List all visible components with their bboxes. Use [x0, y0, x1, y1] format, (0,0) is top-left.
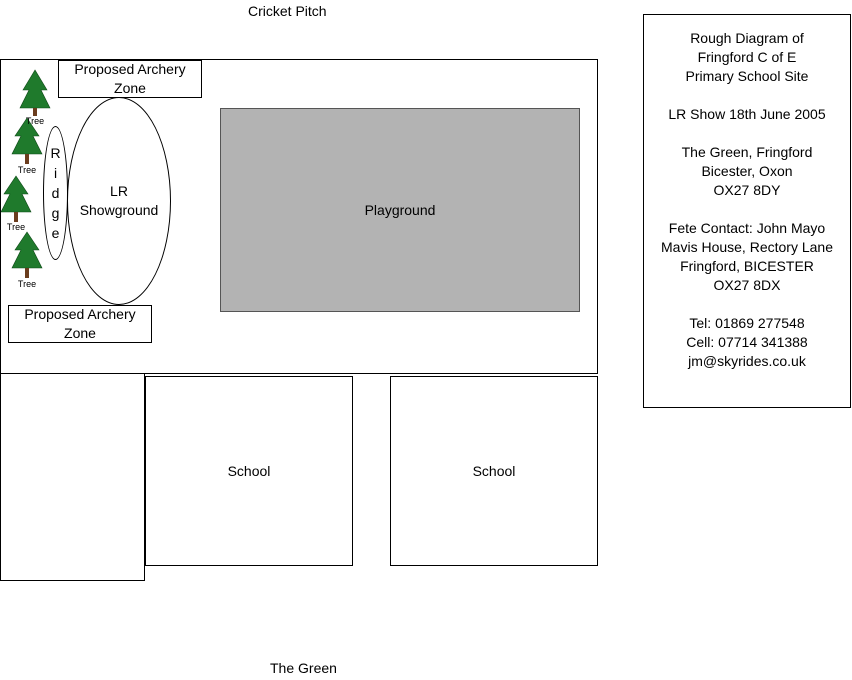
ridge-letter: R — [50, 145, 61, 161]
info-tel: Tel: 01869 277548 — [689, 315, 805, 331]
archery-zone-top: Proposed Archery Zone — [58, 60, 202, 98]
ridge-letter: e — [51, 225, 60, 241]
archery-zone-top-line2: Zone — [114, 80, 146, 96]
lr-showground: LR Showground — [67, 97, 171, 305]
tree-label: Tree — [6, 222, 26, 232]
info-spacer — [644, 295, 850, 314]
info-title-line3: Primary School Site — [685, 68, 809, 84]
info-contact-address2: Fringford, BICESTER — [680, 258, 814, 274]
school-left: School — [145, 376, 353, 566]
info-address-postcode: OX27 8DY — [713, 182, 781, 198]
tree-icon — [19, 69, 51, 116]
archery-zone-bottom-line1: Proposed Archery — [24, 306, 136, 322]
info-contact-name: Fete Contact: John Mayo — [668, 220, 826, 236]
the-green-label: The Green — [270, 660, 337, 676]
playground: Playground — [220, 108, 580, 312]
ridge-letter: d — [51, 185, 60, 201]
playground-label: Playground — [364, 201, 436, 218]
trees-group — [0, 69, 51, 278]
info-cell: Cell: 07714 341388 — [686, 334, 808, 350]
ridge-letter: i — [53, 165, 58, 181]
info-spacer — [644, 86, 850, 105]
unlabelled-area — [0, 373, 145, 581]
info-email: jm@skyrides.co.uk — [688, 353, 806, 369]
info-title-line2: Fringford C of E — [697, 49, 797, 65]
info-address-line2: Bicester, Oxon — [701, 163, 793, 179]
archery-zone-bottom: Proposed Archery Zone — [8, 305, 152, 343]
showground-line2: Showground — [79, 202, 159, 218]
tree-label: Tree — [25, 116, 45, 126]
info-event: LR Show 18th June 2005 — [668, 106, 826, 122]
showground-line1: LR — [110, 183, 128, 199]
tree-icon — [11, 231, 43, 278]
info-spacer — [644, 124, 850, 143]
info-contact-postcode: OX27 8DX — [713, 277, 781, 293]
school-left-label: School — [227, 462, 271, 479]
tree-icon — [0, 175, 32, 222]
info-address-line1: The Green, Fringford — [681, 144, 813, 160]
cricket-pitch-label: Cricket Pitch — [248, 3, 327, 19]
archery-zone-top-line1: Proposed Archery — [74, 61, 186, 77]
tree-label: Tree — [17, 279, 37, 289]
info-title-line1: Rough Diagram of — [690, 30, 804, 46]
ridge-letter: g — [51, 205, 60, 221]
info-box: Rough Diagram of Fringford C of E Primar… — [643, 14, 851, 408]
info-spacer — [644, 200, 850, 219]
tree-label: Tree — [17, 165, 37, 175]
tree-icon — [11, 117, 43, 164]
archery-zone-bottom-line2: Zone — [64, 325, 96, 341]
info-contact-address1: Mavis House, Rectory Lane — [661, 239, 833, 255]
school-right-label: School — [472, 462, 516, 479]
ridge: R i d g e — [43, 126, 68, 260]
school-right: School — [390, 376, 598, 566]
